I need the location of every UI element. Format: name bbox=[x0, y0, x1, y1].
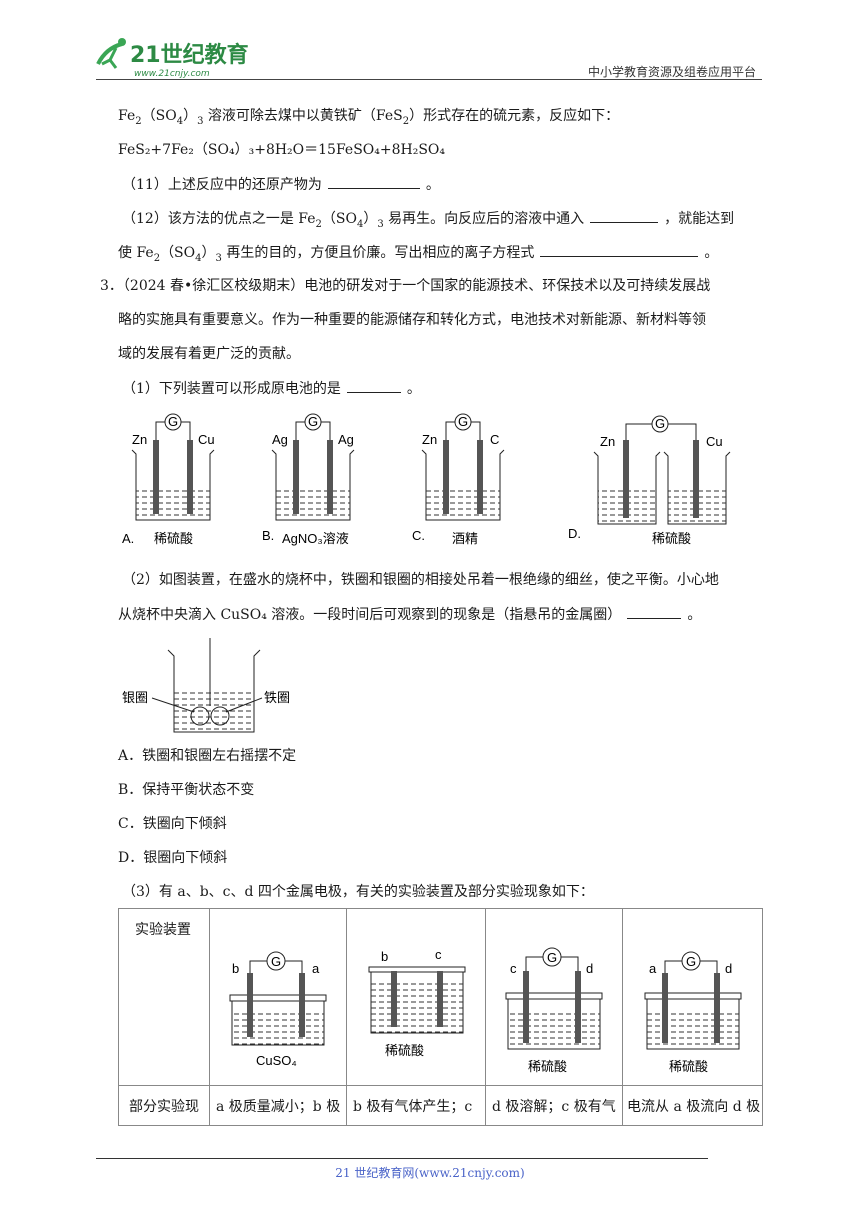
sub-question-2-line1: （2）如图装置，在盛水的烧杯中，铁圈和银圈的相接处吊着一根绝缘的细丝，使之平衡。… bbox=[122, 572, 719, 588]
svg-text:稀硫酸: 稀硫酸 bbox=[385, 1043, 424, 1058]
footer-divider bbox=[96, 1158, 708, 1159]
device-3: G c d 稀硫酸 bbox=[485, 908, 623, 1086]
option-c[interactable]: C．铁圈向下倾斜 bbox=[118, 816, 227, 832]
answer-blank-3-2[interactable] bbox=[627, 604, 682, 619]
sub-question-2-line2: 从烧杯中央滴入 CuSO₄ 溶液。一段时间后可观察到的现象是（指悬吊的金属圈）。 bbox=[118, 604, 701, 625]
sub-question-3: （3）有 a、b、c、d 四个金属电极，有关的实验装置及部分实验现象如下： bbox=[122, 884, 594, 900]
svg-text:Ag: Ag bbox=[338, 432, 354, 447]
svg-text:G: G bbox=[271, 954, 281, 969]
svg-text:C: C bbox=[490, 432, 499, 447]
svg-text:稀硫酸: 稀硫酸 bbox=[528, 1059, 567, 1074]
site-logo: 21世纪教育 www.21cnjy.com bbox=[92, 34, 262, 80]
answer-blank-12b[interactable] bbox=[540, 242, 699, 257]
option-d[interactable]: D．银圈向下倾斜 bbox=[118, 850, 228, 866]
intro-line1: Fe2（SO4）3 溶液可除去煤中以黄铁矿（FeS2）形式存在的硫元素，反应如下… bbox=[118, 108, 620, 127]
header-platform-text: 中小学教育资源及组卷应用平台 bbox=[587, 65, 756, 79]
svg-text:稀硫酸: 稀硫酸 bbox=[652, 531, 691, 546]
device-2: b c 稀硫酸 bbox=[346, 908, 486, 1086]
option-a[interactable]: A．铁圈和银圈左右摇摆不定 bbox=[118, 748, 297, 764]
svg-text:G: G bbox=[308, 414, 318, 429]
result-3: d 极溶解；c 极有气 bbox=[485, 1085, 623, 1126]
apparatus-a: G Zn Cu A. 稀硫酸 bbox=[122, 413, 215, 546]
answer-blank-12a[interactable] bbox=[590, 208, 659, 223]
option-b[interactable]: B．保持平衡状态不变 bbox=[118, 782, 255, 798]
apparatus-b: G Ag Ag B. AgNO₃溶液 bbox=[262, 413, 355, 546]
svg-text:Cu: Cu bbox=[198, 432, 215, 447]
question-3-line1: 3．（2024 春•徐汇区校级期末）电池的研发对于一个国家的能源技术、环保技术以… bbox=[100, 278, 711, 294]
answer-blank-3-1[interactable] bbox=[346, 378, 401, 393]
apparatus-c: G Zn C C. 酒精 bbox=[412, 413, 505, 546]
answer-blank-11[interactable] bbox=[327, 174, 420, 189]
svg-text:D.: D. bbox=[568, 526, 581, 541]
iron-ring-label: 铁圈 bbox=[264, 690, 290, 705]
svg-text:C.: C. bbox=[412, 528, 425, 543]
question-11: （11）上述反应中的还原产物为。 bbox=[122, 174, 440, 195]
question-12-line1: （12）该方法的优点之一是 Fe2（SO4）3 易再生。向反应后的溶液中通入，就… bbox=[122, 208, 734, 235]
header-divider bbox=[96, 79, 762, 80]
table-row-devices: 实验装置 G b a CuSO₄ b c bbox=[118, 908, 763, 1086]
svg-text:b: b bbox=[232, 961, 239, 976]
ring-beaker-figure: 银圈 铁圈 bbox=[118, 636, 318, 740]
logo-url: www.21cnjy.com bbox=[134, 69, 210, 79]
svg-text:d: d bbox=[725, 961, 732, 976]
svg-text:Cu: Cu bbox=[706, 434, 723, 449]
svg-text:c: c bbox=[435, 947, 442, 962]
svg-text:d: d bbox=[586, 961, 593, 976]
svg-text:G: G bbox=[458, 414, 468, 429]
svg-text:G: G bbox=[655, 416, 665, 431]
apparatus-figures: G Zn Cu A. 稀硫酸 G Ag Ag B. AgNO₃溶液 bbox=[118, 410, 738, 554]
reaction-equation: FeS₂+7Fe₂（SO₄）₃+8H₂O＝15FeSO₄+8H₂SO₄ bbox=[118, 142, 446, 158]
svg-text:G: G bbox=[168, 414, 178, 429]
svg-text:Ag: Ag bbox=[272, 432, 288, 447]
result-4: 电流从 a 极流向 d 极 bbox=[622, 1085, 763, 1126]
svg-text:酒精: 酒精 bbox=[452, 531, 478, 546]
svg-text:b: b bbox=[381, 949, 388, 964]
svg-text:c: c bbox=[510, 961, 517, 976]
svg-text:G: G bbox=[686, 954, 696, 969]
svg-text:G: G bbox=[547, 950, 557, 965]
table-row-results: 部分实验现 a 极质量减小；b 极 b 极有气体产生；c d 极溶解；c 极有气… bbox=[118, 1085, 763, 1126]
svg-text:Zn: Zn bbox=[600, 434, 615, 449]
svg-text:AgNO₃溶液: AgNO₃溶液 bbox=[282, 531, 349, 546]
experiment-table: 实验装置 G b a CuSO₄ b c bbox=[118, 908, 763, 1126]
silver-ring-label: 银圈 bbox=[122, 690, 148, 705]
svg-text:稀硫酸: 稀硫酸 bbox=[669, 1059, 708, 1074]
result-2: b 极有气体产生；c bbox=[346, 1085, 486, 1126]
svg-text:a: a bbox=[312, 961, 320, 976]
svg-text:稀硫酸: 稀硫酸 bbox=[154, 531, 193, 546]
footer-link[interactable]: 21 世纪教育网(www.21cnjy.com) bbox=[335, 1166, 525, 1180]
svg-text:Zn: Zn bbox=[422, 432, 437, 447]
svg-text:A.: A. bbox=[122, 531, 134, 546]
question-12-line2: 使 Fe2（SO4）3 再生的目的，方便且价廉。写出相应的离子方程式。 bbox=[118, 242, 718, 269]
question-3-line3: 域的发展有着更广泛的贡献。 bbox=[118, 346, 300, 362]
table-header-devices: 实验装置 bbox=[118, 908, 210, 1086]
sub-question-1: （1）下列装置可以形成原电池的是。 bbox=[122, 378, 421, 399]
result-1: a 极质量减小；b 极 bbox=[209, 1085, 347, 1126]
device-4: G a d 稀硫酸 bbox=[622, 908, 763, 1086]
logo-text: 21世纪教育 bbox=[130, 42, 249, 68]
question-3-line2: 略的实施具有重要意义。作为一种重要的能源储存和转化方式，电池技术对新能源、新材料… bbox=[118, 312, 706, 328]
table-header-results: 部分实验现 bbox=[118, 1085, 210, 1126]
svg-text:CuSO₄: CuSO₄ bbox=[256, 1053, 297, 1068]
svg-text:Zn: Zn bbox=[132, 432, 147, 447]
svg-text:a: a bbox=[649, 961, 657, 976]
apparatus-d: G Zn Cu D. 稀硫酸 bbox=[568, 415, 731, 546]
device-1: G b a CuSO₄ bbox=[209, 908, 347, 1086]
svg-text:B.: B. bbox=[262, 528, 274, 543]
